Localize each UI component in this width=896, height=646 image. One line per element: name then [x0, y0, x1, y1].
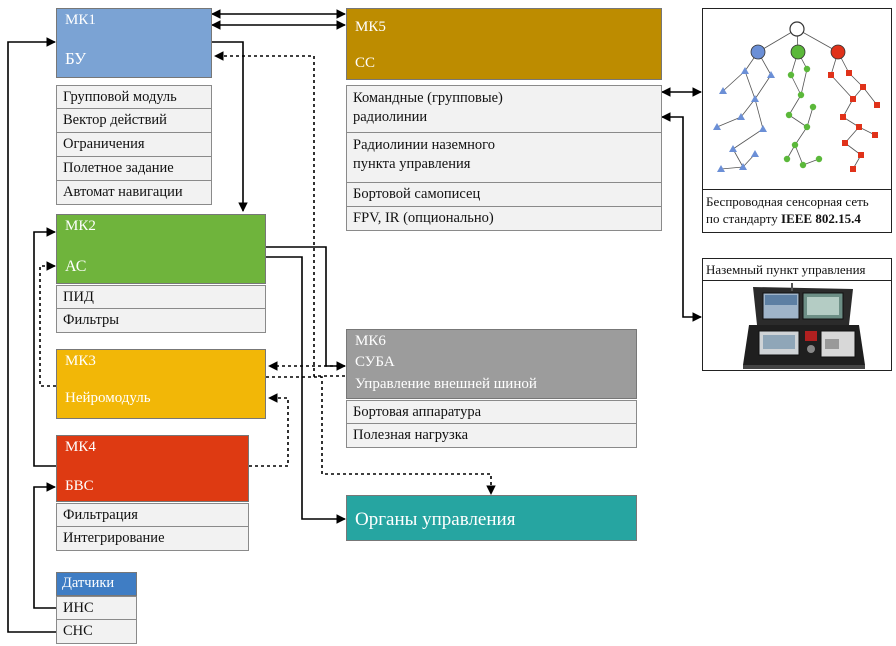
mk1-name: БУ: [65, 49, 87, 68]
mk4-header: МК4 БВС: [56, 435, 249, 502]
sensors-row: СНС: [56, 620, 137, 644]
mk1-row: Вектор действий: [56, 109, 212, 133]
mk1-row: Ограничения: [56, 133, 212, 157]
wsn-caption-standard: IEEE 802.15.4: [781, 211, 861, 226]
wsn-caption: Беспроводная сенсорная сеть по стандарту…: [706, 193, 869, 227]
controls-block: Органы управления: [346, 495, 637, 541]
mk2-header: МК2 АС: [56, 214, 266, 284]
mk4-id: МК4: [65, 439, 96, 455]
wsn-panel: Беспроводная сенсорная сеть по стандарту…: [702, 8, 892, 233]
mk3-header: МК3 Нейромодуль: [56, 349, 266, 419]
sensors-header: Датчики: [56, 572, 137, 596]
gcs-panel: Наземный пункт управления: [702, 258, 892, 371]
mk6-id: МК6: [355, 333, 386, 349]
gcs-caption: Наземный пункт управления: [706, 262, 866, 277]
controls-label: Органы управления: [355, 509, 516, 530]
wsn-caption-prefix: по стандарту: [706, 211, 782, 226]
mk2-id: МК2: [65, 218, 96, 234]
mk3-to-controls-dashed: [266, 376, 496, 495]
mk4-row: Фильтрация: [56, 503, 249, 527]
mk2-name: АС: [65, 258, 87, 275]
gcs-case-image: [743, 283, 865, 369]
mk2-row: ПИД: [56, 285, 266, 309]
mk5-header: МК5 СС: [346, 8, 662, 80]
mk1-to-mk2-line: [212, 41, 248, 212]
mk5-name: СС: [355, 55, 376, 71]
mk3-name: Нейромодуль: [65, 390, 151, 406]
mk5-row: FPV, IR (опционально): [346, 207, 662, 231]
mk4-to-mk2-line: [33, 227, 56, 467]
mk5-gcs-link: [661, 112, 702, 322]
mk5-id: МК5: [355, 19, 386, 35]
mk6-row: Бортовая аппаратура: [346, 400, 637, 424]
mk4-row: Интегрирование: [56, 527, 249, 551]
mk5-row: Радиолинии наземного пункта управления: [346, 133, 662, 183]
mk1-row: Полетное задание: [56, 157, 212, 181]
mk2-to-mk6-line: [266, 246, 346, 371]
wsn-graph: [713, 21, 880, 172]
sensors-to-mk1-line: [7, 37, 56, 633]
mk2-row: Фильтры: [56, 309, 266, 333]
sensors-to-mk4-line: [33, 482, 56, 609]
mk6-header: МК6 СУБА Управление внешней шиной: [346, 329, 637, 399]
wsn-caption-line1: Беспроводная сенсорная сеть: [706, 194, 869, 209]
mk1-header: МК1 БУ: [56, 8, 212, 78]
mk5-row: Командные (групповые) радиолинии: [346, 85, 662, 133]
mk4-to-mk3-dashed: [249, 393, 289, 467]
mk3-to-mk2-dashed: [39, 261, 56, 387]
mk4-name: БВС: [65, 478, 94, 494]
sensors-row: ИНС: [56, 596, 137, 620]
sensors-title: Датчики: [62, 575, 115, 591]
mk2-to-controls-line: [266, 256, 346, 524]
mk3-id: МК3: [65, 353, 96, 369]
mk1-id: МК1: [65, 12, 96, 28]
mk6-subtitle: Управление внешней шиной: [355, 376, 537, 392]
mk6-row: Полезная нагрузка: [346, 424, 637, 448]
mk6-name: СУБА: [355, 354, 395, 370]
mk1-row: Групповой модуль: [56, 85, 212, 109]
mk1-row: Автомат навигации: [56, 181, 212, 205]
mk5-row: Бортовой самописец: [346, 183, 662, 207]
